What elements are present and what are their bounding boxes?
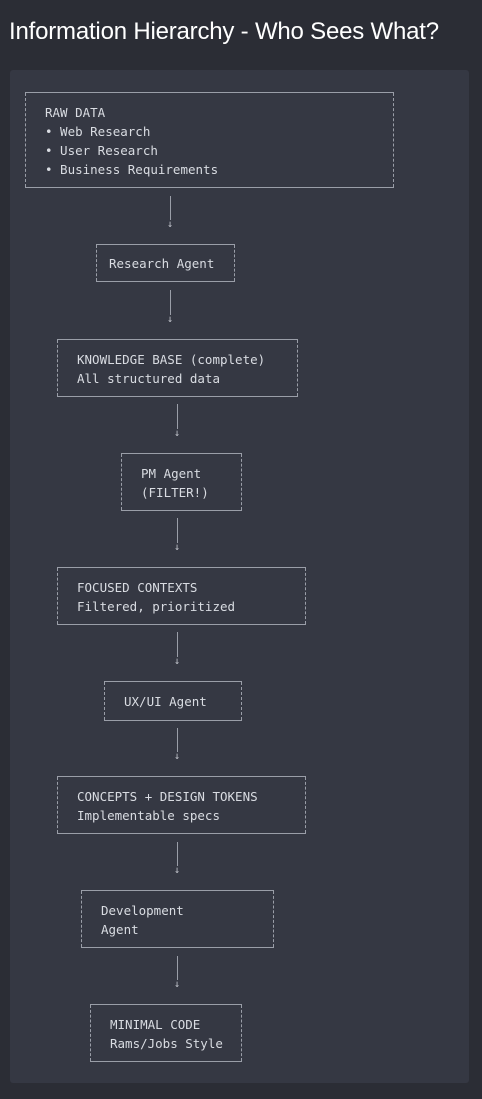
down-arrow-icon: ↓ — [173, 428, 181, 439]
connector-line — [177, 518, 178, 543]
down-arrow-icon: ↓ — [173, 656, 181, 667]
page-title: Information Hierarchy - Who Sees What? — [9, 18, 439, 45]
connector-line — [170, 196, 171, 220]
connector-line — [170, 290, 171, 315]
down-arrow-icon: ↓ — [166, 219, 174, 230]
development-agent-box: Development Agent — [81, 890, 274, 948]
research-agent-box: Research Agent — [96, 244, 235, 282]
development-agent-label-line1: Development — [101, 903, 184, 918]
knowledge-base-box: KNOWLEDGE BASE (complete) All structured… — [57, 339, 298, 397]
ux-ui-agent-box: UX/UI Agent — [104, 681, 242, 721]
pm-agent-box: PM Agent (FILTER!) — [121, 453, 242, 511]
research-agent-label: Research Agent — [109, 256, 215, 271]
connector-line — [177, 842, 178, 866]
development-agent-label-line2: Agent — [101, 922, 139, 937]
focused-contexts-box: FOCUSED CONTEXTS Filtered, prioritized — [57, 567, 306, 625]
knowledge-base-title: KNOWLEDGE BASE (complete) — [77, 352, 266, 367]
down-arrow-icon: ↓ — [166, 314, 174, 325]
ux-ui-agent-label: UX/UI Agent — [124, 694, 207, 709]
raw-data-item-business-requirements: • Business Requirements — [45, 162, 219, 177]
minimal-code-subtitle: Rams/Jobs Style — [110, 1036, 223, 1051]
raw-data-title: RAW DATA — [45, 105, 106, 120]
down-arrow-icon: ↓ — [173, 542, 181, 553]
raw-data-item-user-research: • User Research — [45, 143, 158, 158]
connector-line — [177, 728, 178, 752]
concepts-design-tokens-subtitle: Implementable specs — [77, 808, 220, 823]
focused-contexts-title: FOCUSED CONTEXTS — [77, 580, 198, 595]
minimal-code-title: MINIMAL CODE — [110, 1017, 201, 1032]
down-arrow-icon: ↓ — [173, 979, 181, 990]
down-arrow-icon: ↓ — [173, 865, 181, 876]
focused-contexts-subtitle: Filtered, prioritized — [77, 599, 236, 614]
down-arrow-icon: ↓ — [173, 751, 181, 762]
minimal-code-box: MINIMAL CODE Rams/Jobs Style — [90, 1004, 242, 1062]
diagram-panel: RAW DATA • Web Research • User Research … — [10, 70, 469, 1083]
connector-line — [177, 632, 178, 657]
concepts-design-tokens-box: CONCEPTS + DESIGN TOKENS Implementable s… — [57, 776, 306, 834]
pm-agent-label: PM Agent — [141, 466, 202, 481]
raw-data-item-web-research: • Web Research — [45, 124, 151, 139]
pm-agent-filter-note: (FILTER!) — [141, 485, 209, 500]
knowledge-base-subtitle: All structured data — [77, 371, 220, 386]
connector-line — [177, 404, 178, 429]
raw-data-box: RAW DATA • Web Research • User Research … — [25, 92, 394, 188]
connector-line — [177, 956, 178, 980]
concepts-design-tokens-title: CONCEPTS + DESIGN TOKENS — [77, 789, 258, 804]
